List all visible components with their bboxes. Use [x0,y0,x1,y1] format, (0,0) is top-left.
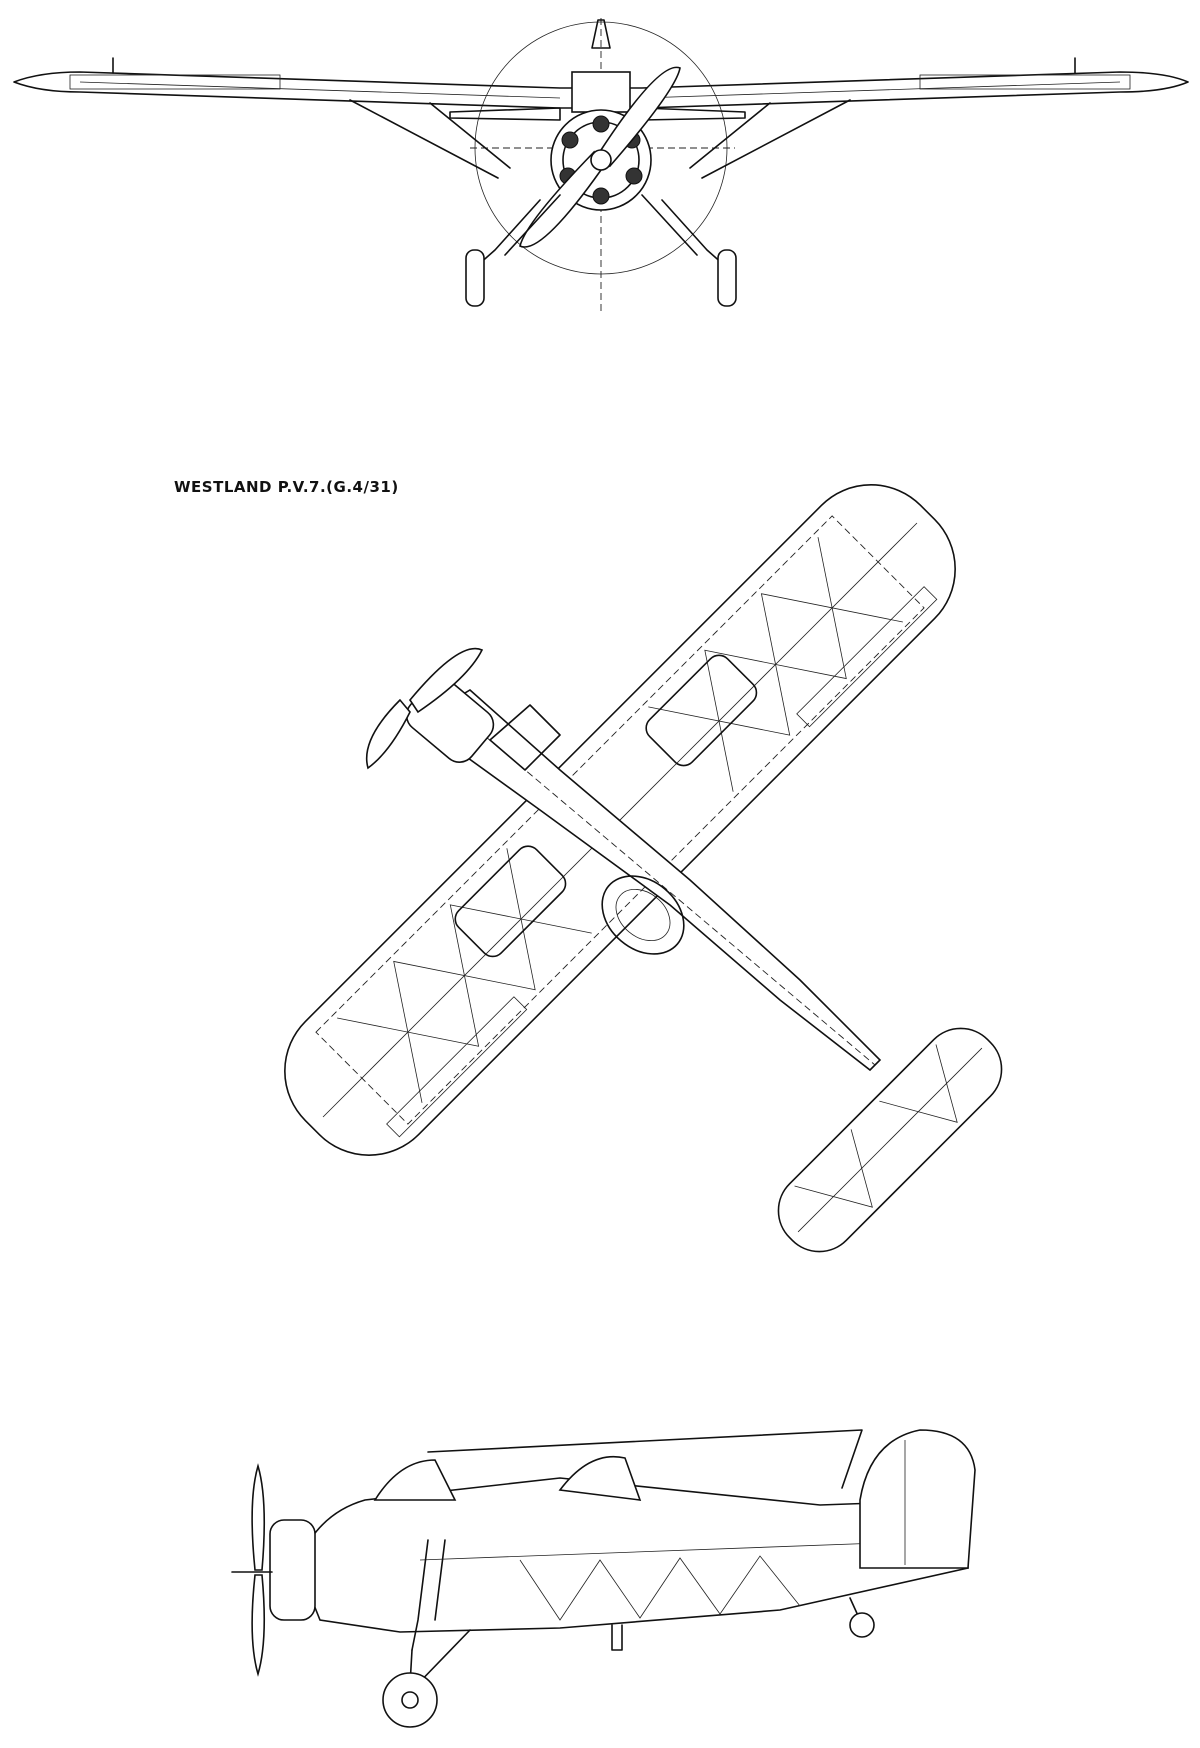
drawing-title: WESTLAND P.V.7.(G.4/31) [174,478,399,496]
side-main-wheel [382,1672,438,1728]
front-wheel-left [465,249,485,307]
front-cowling [571,71,631,113]
propeller-blade [519,150,602,248]
side-engine-cowling [269,1519,316,1621]
propeller-blade [600,66,681,168]
front-wing [13,71,1189,109]
side-tail-wheel [849,1612,875,1638]
side-rear-canopy [558,1455,642,1501]
side-propeller [251,1463,266,1571]
front-view [13,18,1189,315]
side-view [231,1429,976,1728]
plan-cockpit [601,875,685,955]
front-wheel-right [717,249,737,307]
plan-view [284,484,1003,1253]
plan-propeller [409,647,484,714]
plan-propeller [365,698,411,770]
side-fuselage [309,1477,969,1633]
side-front-canopy [373,1459,457,1501]
side-propeller [251,1574,266,1677]
side-fin-rudder [859,1429,976,1569]
